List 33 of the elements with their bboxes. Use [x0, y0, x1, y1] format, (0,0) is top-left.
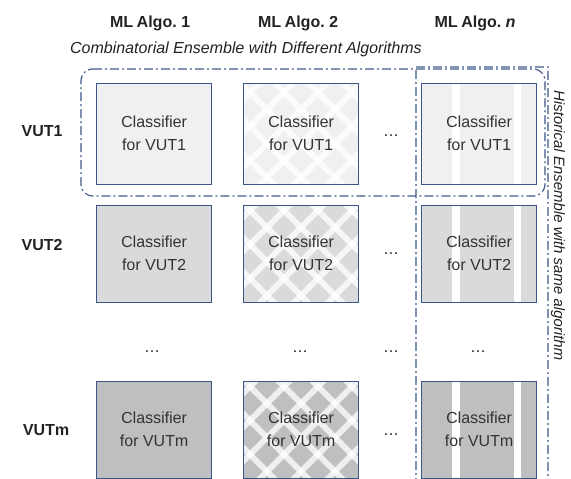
- classifier-box: [421, 83, 537, 185]
- classifier-box: [421, 381, 537, 479]
- group-title: Historical Ensemble with same algorithm: [550, 90, 567, 360]
- ellipsis: …: [292, 339, 308, 357]
- row-header: VUT1: [22, 123, 62, 141]
- ellipsis: …: [383, 422, 399, 440]
- classifier-box: [96, 205, 212, 303]
- classifier-label: Classifier for VUT2: [120, 233, 188, 276]
- classifier-box: [243, 205, 359, 303]
- ellipsis: …: [383, 241, 399, 259]
- classifier-label: Classifier for VUT1: [120, 113, 188, 156]
- column-header: ML Algo. 2: [258, 14, 338, 32]
- classifier-box: [243, 83, 359, 185]
- group-title: Combinatorial Ensemble with Different Algorithms: [70, 40, 422, 58]
- ellipsis: …: [470, 339, 486, 357]
- column-header: ML Algo. n: [434, 14, 516, 32]
- ellipsis: …: [383, 123, 399, 141]
- classifier-box: [243, 381, 359, 479]
- classifier-label: Classifier for VUTm: [444, 409, 514, 452]
- classifier-box: [96, 83, 212, 185]
- classifier-label: Classifier for VUT2: [445, 233, 513, 276]
- classifier-label: Classifier for VUT1: [445, 113, 513, 156]
- row-header: VUTm: [22, 422, 70, 440]
- classifier-label: Classifier for VUT2: [267, 233, 335, 276]
- classifier-label: Classifier for VUTm: [118, 409, 190, 452]
- ellipsis: …: [383, 339, 399, 357]
- classifier-label: Classifier for VUT1: [267, 113, 335, 156]
- ellipsis: …: [144, 339, 160, 357]
- column-header: ML Algo. 1: [110, 14, 190, 32]
- classifier-box: [421, 205, 537, 303]
- row-header: VUT2: [22, 237, 62, 255]
- classifier-label: Classifier for VUTm: [266, 409, 336, 452]
- classifier-box: [96, 381, 212, 479]
